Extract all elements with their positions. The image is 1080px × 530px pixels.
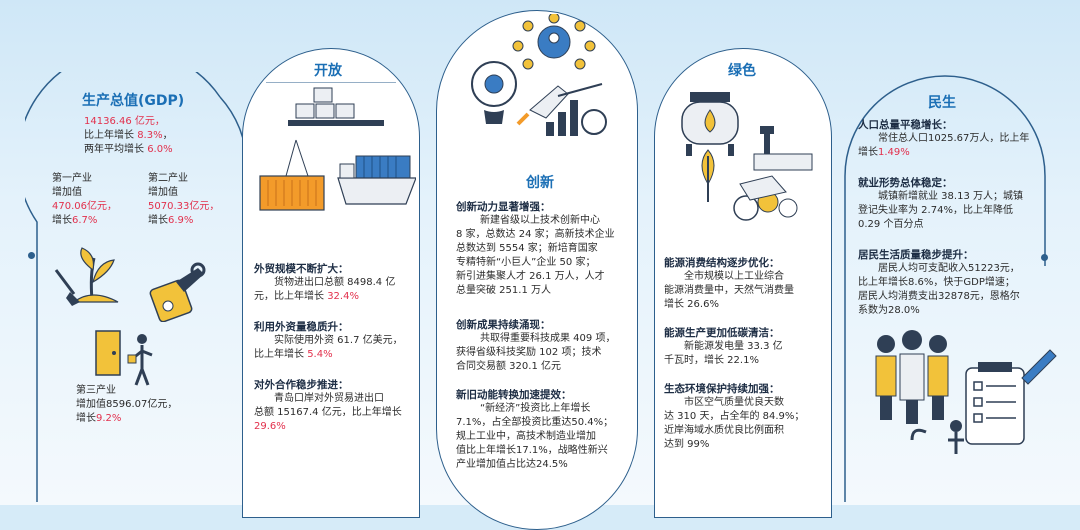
trade-cargo-ship-icon — [259, 82, 416, 211]
gdp-circle-dot — [28, 252, 35, 259]
open-section-trade: 外贸规模不断扩大： 货物进出口总额 8498.4 亿 元，比上年增长 32.4% — [254, 263, 396, 302]
services-person-icon — [95, 330, 153, 386]
industry-wrench-icon — [149, 262, 206, 322]
gdp-title: 生产总值(GDP) — [82, 93, 185, 109]
green-section-lowcarbon: 能源生产更加低碳清洁： 新能源发电量 33.3 亿 千瓦时，增长 22.1% — [664, 327, 783, 366]
innovation-section-transformation: 新旧动能转换加速提效： “新经济”投资比上年增长 7.1%，占全部投资比重达50… — [456, 389, 614, 470]
open-panel — [242, 48, 420, 518]
energy-tank-pipeline-icon — [681, 92, 813, 221]
gdp-tertiary-industry: 第三产业 增加值8596.07亿元， 增长9.2% — [76, 385, 178, 424]
gdp-total-value: 14136.46 亿元， — [84, 116, 165, 127]
gdp-total: 14136.46 亿元， 比上年增长 8.3%， 两年平均增长 6.0% — [84, 116, 173, 155]
livelihood-section-population: 人口总量平稳增长： 常住总人口1025.67万人，比上年 增长1.49% — [858, 119, 1030, 158]
gdp-secondary-industry: 第二产业 增加值 5070.33亿元， 增长6.9% — [148, 173, 220, 226]
open-title: 开放 — [314, 63, 342, 79]
livelihood-section-employment: 就业形势总体稳定： 城镇新增就业 38.13 万人；城镇 登记失业率为 2.74… — [858, 177, 1023, 230]
livelihood-section-quality: 居民生活质量稳步提升： 居民人均可支配收入51223元， 比上年增长8.6%，快… — [858, 249, 1020, 316]
open-section-fdi: 利用外资量稳质升： 实际使用外资 61.7 亿美元， 比上年增长 5.4% — [254, 321, 403, 360]
open-section-cooperation: 对外合作稳步推进： 青岛口岸对外贸易进出口 总额 15167.4 亿元，比上年增… — [254, 379, 402, 432]
livelihood-circle-outline — [844, 75, 1046, 502]
innovation-panel — [436, 10, 638, 530]
farming-plant-icon — [54, 247, 119, 306]
innovation-title: 创新 — [526, 175, 554, 191]
livelihood-title: 民生 — [928, 95, 956, 111]
green-section-structure: 能源消费结构逐步优化： 全市规模以上工业综合 能源消费量中，天然气消费量 增长 … — [664, 257, 794, 310]
gdp-primary-industry: 第一产业 增加值 470.06亿元， 增长6.7% — [52, 173, 117, 226]
green-section-ecology: 生态环境保护持续加强： 市区空气质量优良天数 达 310 天，占全年的 84.9… — [664, 383, 805, 450]
innovation-section-drive: 创新动力显著增强： 新建省级以上技术创新中心 8 家，总数达 24 家；高新技术… — [456, 201, 615, 296]
innovation-section-results: 创新成果持续涌现： 共取得重要科技成果 409 项， 获得省级科技奖励 102 … — [456, 319, 616, 372]
innovation-tech-icon — [471, 14, 607, 136]
livelihood-people-checklist-icon — [875, 330, 1057, 454]
green-title: 绿色 — [728, 63, 756, 79]
livelihood-circle-dot — [1041, 254, 1048, 261]
